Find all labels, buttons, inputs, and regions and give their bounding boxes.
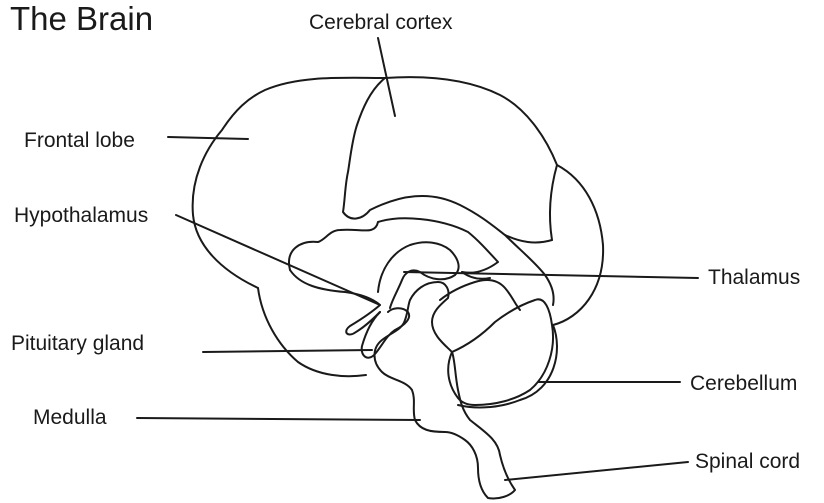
hypothalamus-leader [176,215,380,305]
label-spinal-cord: Spinal cord [695,450,800,473]
corpus-callosum [289,218,498,272]
temporal-lobe-outline [258,288,366,376]
hypothalamus-structure [290,270,380,334]
parieto-occipital-sulcus [550,165,557,240]
label-medulla: Medulla [33,406,107,429]
cerebellum-outline [448,299,553,405]
brainstem-outline [375,282,516,499]
spinal-cord-leader [505,462,688,480]
diagram-title: The Brain [10,0,153,37]
label-thalamus: Thalamus [708,266,800,289]
thalamus-leader [404,272,698,278]
label-cerebral-cortex: Cerebral cortex [309,11,453,34]
medulla-leader [137,418,420,420]
label-frontal-lobe: Frontal lobe [24,129,135,152]
pituitary-gland-leader [203,350,372,352]
label-cerebellum: Cerebellum [690,372,797,395]
label-pituitary-gland: Pituitary gland [11,332,144,355]
frontal-lobe-leader [168,137,248,139]
central-sulcus [343,78,552,242]
label-hypothalamus: Hypothalamus [14,204,148,227]
